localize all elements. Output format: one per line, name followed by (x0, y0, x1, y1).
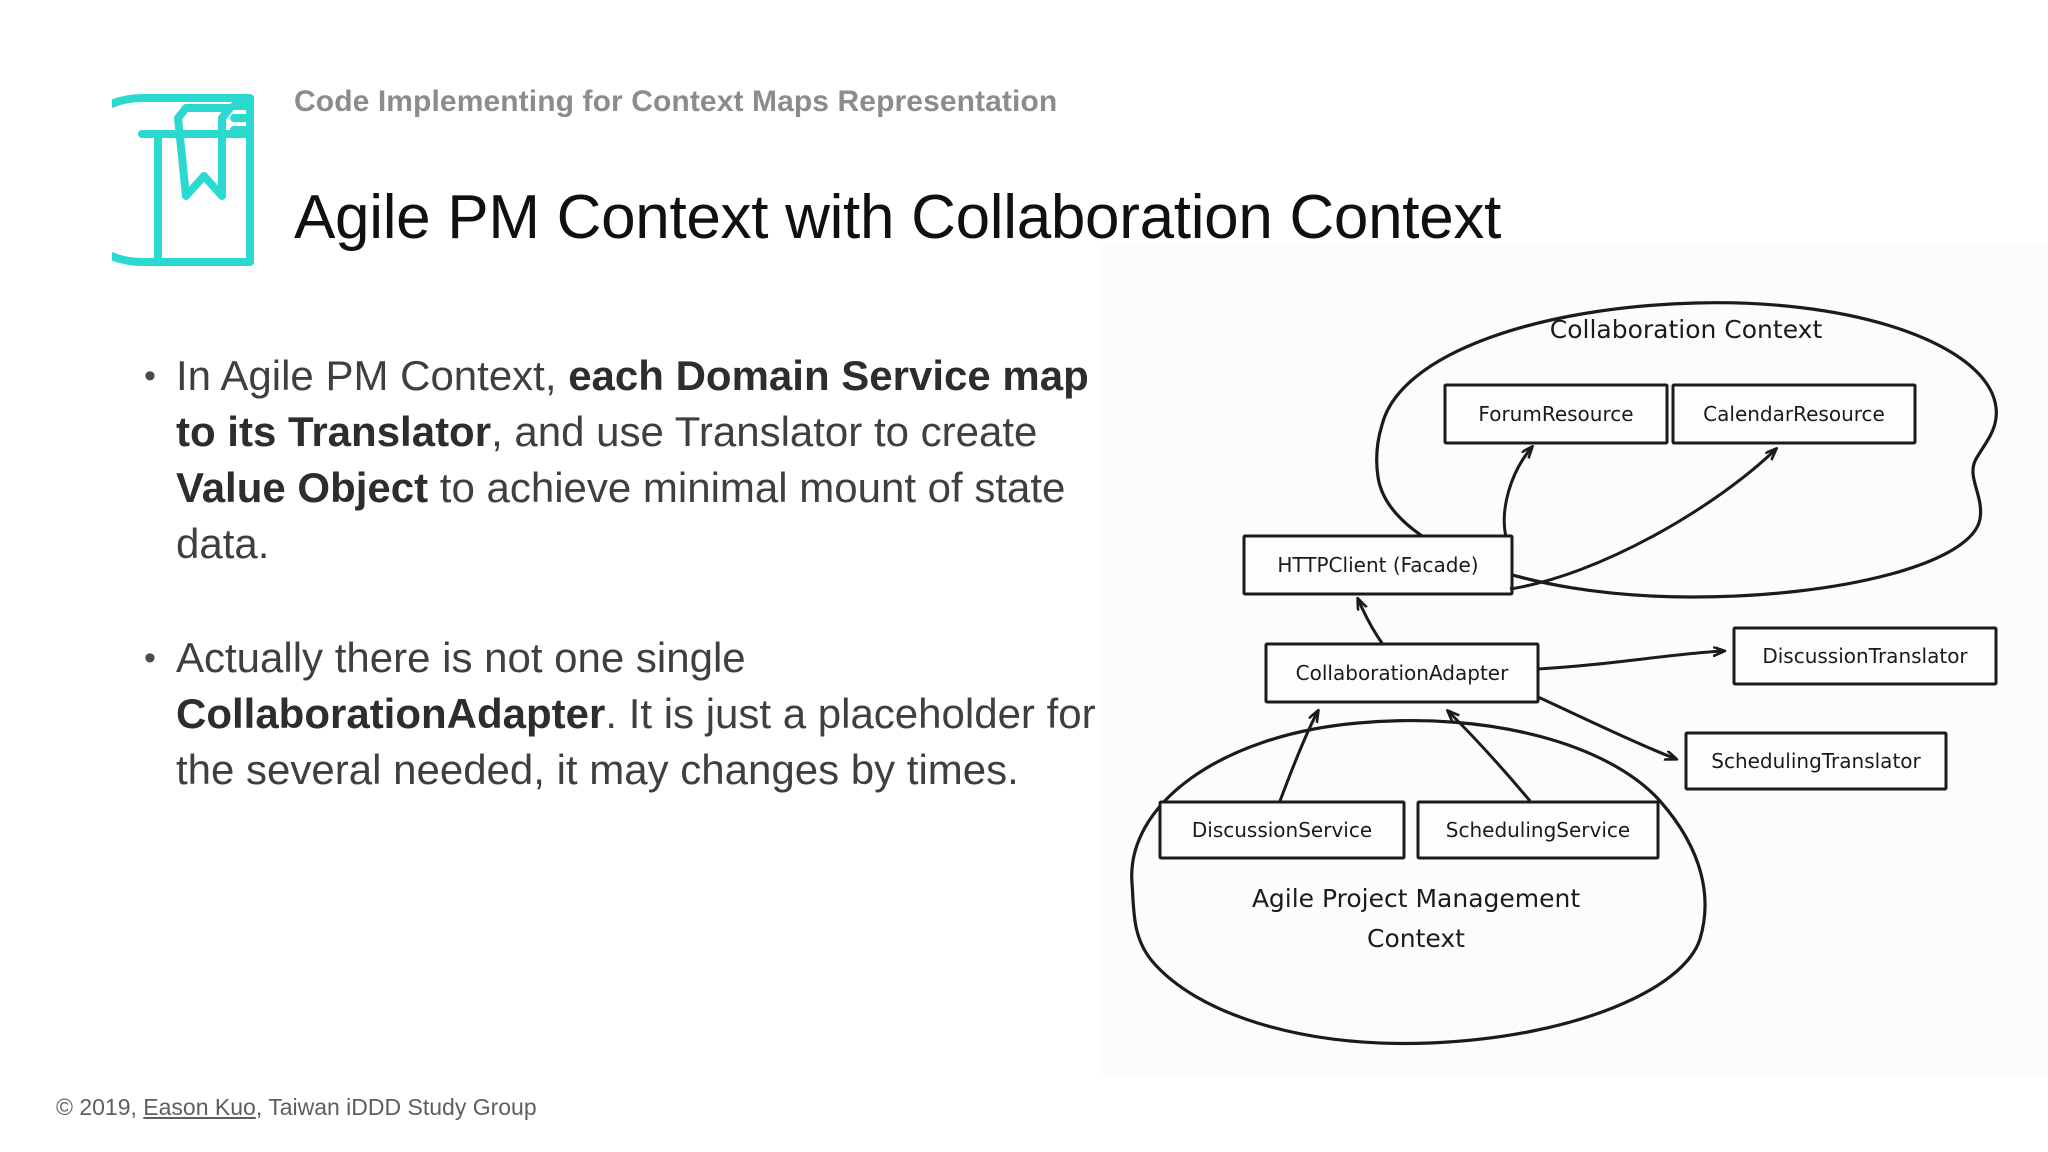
bullet-seg-bold: each Domain Service map to its Translato… (176, 352, 1089, 455)
edge-scheduling-service-to-collaboration-adapter (1448, 711, 1532, 802)
book-bookmark-icon (56, 62, 260, 272)
footer-suffix: , Taiwan iDDD Study Group (255, 1094, 537, 1120)
edge-collaboration-adapter-to-discussion-translator (1537, 651, 1724, 671)
node-label: CalendarResource (1703, 402, 1885, 426)
node-label: DiscussionTranslator (1762, 644, 1968, 668)
node-discussion-service: DiscussionService (1158, 800, 1406, 860)
edge-discussion-service-to-collaboration-adapter (1278, 711, 1318, 802)
node-collaboration-adapter: CollaborationAdapter (1264, 642, 1540, 704)
node-calendar-resource: CalendarResource (1671, 383, 1917, 445)
bullet-seg-bold: CollaborationAdapter (176, 690, 606, 737)
agile-pm-context-label-line2: Context (1367, 924, 1465, 953)
bullet-seg: In Agile PM Context, (176, 352, 569, 399)
edge-http-client-to-forum-resource (1502, 447, 1532, 538)
footer-author-link[interactable]: Eason Kuo (143, 1094, 256, 1120)
agile-pm-context-boundary (1130, 719, 1707, 1046)
edge-collaboration-adapter-to-scheduling-translator (1537, 695, 1676, 759)
footer-prefix: © 2019, (56, 1094, 144, 1120)
eyebrow-subtitle: Code Implementing for Context Maps Repre… (294, 85, 1058, 118)
context-map-diagram: Collaboration Context ForumResource Cale… (1100, 245, 2048, 1075)
bullet-marker: • (144, 357, 156, 395)
node-http-client: HTTPClient (Facade) (1242, 534, 1514, 596)
footer-credit: © 2019, Eason Kuo, Taiwan iDDD Study Gro… (56, 1094, 537, 1121)
bullet-text-2: Actually there is not one single Collabo… (176, 630, 1098, 798)
bullet-marker: • (144, 639, 156, 677)
edge-collaboration-adapter-to-http-client (1358, 599, 1384, 644)
node-label: ForumResource (1478, 402, 1633, 426)
bullet-seg: Actually there is not one single (176, 634, 746, 681)
node-discussion-translator: DiscussionTranslator (1732, 626, 1998, 686)
collaboration-context-label: Collaboration Context (1550, 315, 1823, 344)
bullet-seg: . It is just a placeholder for the sever… (176, 690, 1096, 793)
node-label: CollaborationAdapter (1296, 661, 1509, 685)
bullet-seg: to achieve minimal mount of state data. (176, 464, 1066, 567)
node-label: SchedulingTranslator (1711, 749, 1921, 773)
list-item: • Actually there is not one single Colla… (138, 630, 1098, 798)
node-label: HTTPClient (Facade) (1277, 553, 1478, 577)
node-scheduling-service: SchedulingService (1416, 800, 1660, 860)
context-map-svg: Collaboration Context ForumResource Cale… (1130, 301, 1998, 1046)
bullet-seg-bold: Value Object (176, 464, 429, 511)
node-label: SchedulingService (1446, 818, 1630, 842)
bullet-list: • In Agile PM Context, each Domain Servi… (138, 348, 1098, 856)
agile-pm-context-label-line1: Agile Project Management (1252, 884, 1581, 913)
bullet-seg: , and use Translator to create (491, 408, 1038, 455)
node-scheduling-translator: SchedulingTranslator (1684, 731, 1948, 791)
page-title: Agile PM Context with Collaboration Cont… (294, 182, 1502, 252)
bullet-text-1: In Agile PM Context, each Domain Service… (176, 348, 1098, 572)
list-item: • In Agile PM Context, each Domain Servi… (138, 348, 1098, 572)
node-label: DiscussionService (1192, 818, 1372, 842)
edge-http-client-to-calendar-resource (1509, 449, 1776, 591)
node-forum-resource: ForumResource (1443, 383, 1669, 445)
